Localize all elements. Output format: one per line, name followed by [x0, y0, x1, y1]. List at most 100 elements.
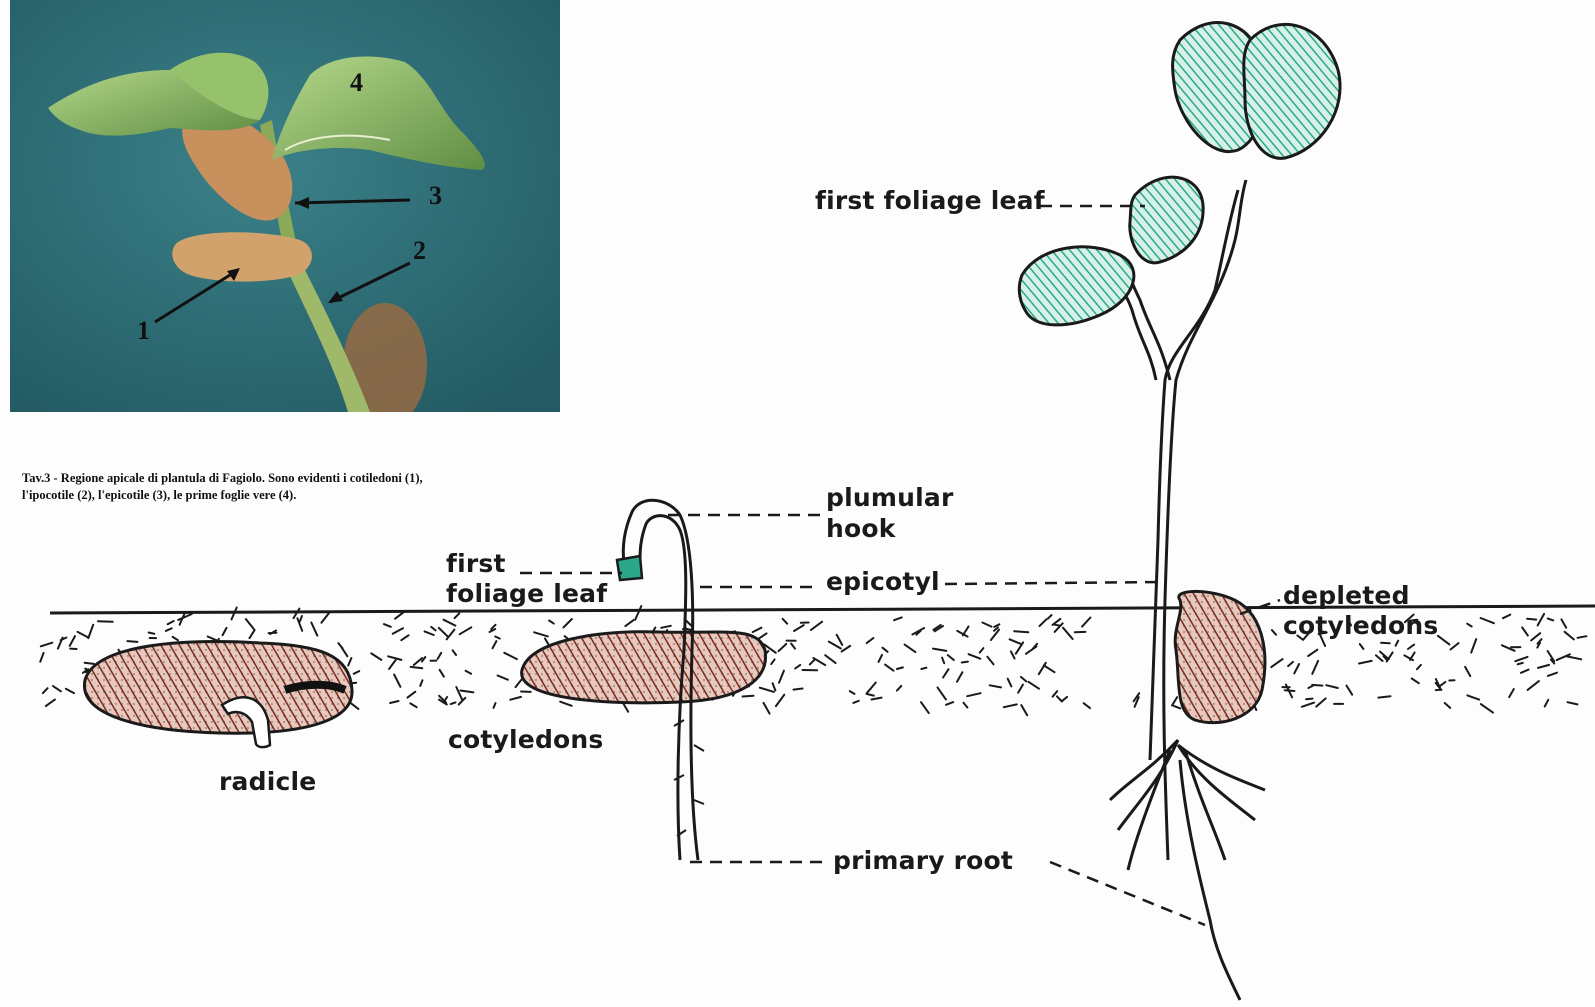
soil-dash — [1306, 699, 1312, 700]
soil-dash — [879, 655, 883, 662]
soil-dash — [549, 621, 554, 624]
soil-dash — [1011, 651, 1015, 658]
soil-dash — [410, 703, 416, 707]
soil-dash — [1378, 696, 1390, 697]
soil-dash — [98, 621, 113, 622]
soil-dash — [825, 655, 835, 663]
soil-dash — [70, 636, 75, 646]
soil-dash — [166, 628, 172, 631]
soil-dash — [1359, 661, 1372, 664]
photo-caption: Tav.3 - Regione apicale di plantula di F… — [22, 470, 552, 504]
soil-dash — [1084, 703, 1090, 708]
soil-dash — [1568, 702, 1578, 704]
soil-dash — [867, 683, 876, 693]
soil-dash — [813, 658, 825, 665]
soil-dash — [957, 672, 962, 682]
soil-dash — [635, 606, 641, 620]
soil-dash — [168, 621, 174, 624]
soil-dash — [764, 703, 770, 714]
soil-dash — [1528, 681, 1539, 690]
soil-dash — [1396, 641, 1399, 646]
soil-dash — [625, 620, 633, 626]
soil-dash — [943, 669, 948, 677]
soil-dash — [1302, 703, 1314, 707]
soil-dash — [1288, 662, 1293, 666]
soil-dash — [66, 689, 74, 693]
soil-dash — [46, 700, 55, 707]
soil-dash — [390, 701, 398, 703]
soil-dash — [127, 641, 137, 642]
soil-dash — [447, 630, 455, 640]
soil-dash — [149, 633, 155, 634]
soil-dash — [394, 675, 400, 687]
photo-number-4: 4 — [350, 70, 363, 96]
soil-dash — [1008, 679, 1012, 687]
soil-dash — [894, 617, 902, 620]
soil-dash — [1082, 618, 1090, 627]
soil-dash — [1381, 643, 1390, 644]
soil-dash — [1026, 647, 1037, 654]
soil-dash — [753, 628, 762, 632]
soil-dash — [516, 679, 523, 688]
soil-dash — [1436, 690, 1442, 691]
seedling-tall — [1019, 23, 1340, 1000]
soil-dash — [173, 637, 178, 640]
soil-dash — [439, 628, 448, 636]
soil-dash — [438, 653, 442, 659]
soil-dash — [811, 622, 822, 630]
bean-seedling-photo: 1 2 3 4 — [10, 0, 560, 412]
soil-dash — [440, 670, 444, 677]
photo-number-2: 2 — [413, 238, 426, 264]
soil-dash — [534, 632, 548, 636]
soil-dash — [773, 683, 776, 690]
foliage-leaf — [1130, 177, 1203, 263]
soil-dash — [948, 655, 954, 660]
soil-dash — [1376, 655, 1383, 661]
soil-dash — [223, 628, 227, 635]
soil-dash — [883, 648, 888, 652]
soil-dash — [1467, 695, 1479, 699]
soil-dash — [1445, 703, 1451, 708]
soil-dash — [942, 658, 944, 664]
soil-dash — [1481, 704, 1493, 713]
soil-dash — [371, 653, 381, 660]
soil-dash — [1018, 685, 1023, 693]
soil-dash — [897, 686, 901, 691]
soil-dash — [1360, 644, 1364, 649]
soil-dash — [897, 667, 903, 669]
soil-dash — [564, 619, 572, 627]
soil-dash — [384, 624, 391, 627]
soil-dash — [40, 653, 43, 662]
photo-caption-line-1: Tav.3 - Regione apicale di plantula di F… — [22, 470, 552, 487]
soil-dash — [872, 698, 882, 700]
soil-dash — [1538, 614, 1545, 626]
soil-dash — [867, 638, 874, 643]
soil-dash — [453, 650, 457, 655]
soil-dash — [1518, 663, 1523, 664]
soil-dash — [338, 643, 342, 648]
soil-dash — [1271, 659, 1282, 667]
soil-dash — [401, 635, 408, 640]
soil-dash — [933, 649, 946, 651]
soil-dash — [350, 702, 359, 709]
soil-dash — [783, 619, 788, 624]
soil-dash — [425, 631, 434, 635]
soil-dash — [1417, 665, 1421, 669]
soil-dash — [1522, 627, 1528, 635]
soil-dash — [78, 632, 89, 638]
soil-dash — [1408, 645, 1414, 649]
soil-dash — [420, 680, 422, 686]
soil-dash — [962, 662, 968, 663]
soil-dash — [1048, 615, 1052, 619]
label-depleted-cotyledons-line1: depleted — [1283, 581, 1410, 611]
soil-dash — [1548, 619, 1554, 621]
soil-dash — [963, 627, 969, 636]
soil-dash — [1021, 705, 1027, 715]
soil-dash — [1312, 661, 1318, 674]
soil-dash — [1515, 657, 1527, 661]
soil-dash — [1004, 704, 1017, 707]
soil-dash — [885, 665, 893, 671]
label-first-foliage-leaf-small-line1: first — [446, 549, 506, 579]
soil-dash — [771, 659, 774, 664]
soil-dash — [743, 696, 754, 697]
